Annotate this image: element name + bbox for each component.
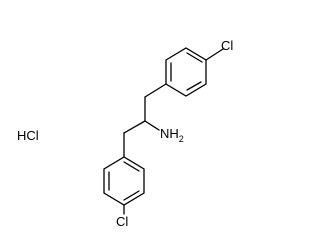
ch-to-ch2-lower	[123, 120, 146, 134]
amine-main-text: NH	[160, 126, 179, 141]
ch2-upper-to-ring	[144, 83, 167, 98]
upper-ring	[165, 47, 207, 97]
chlorine-bottom-label: Cl	[116, 214, 128, 229]
amine-label: NH2	[160, 126, 184, 144]
structure-diagram: Cl NH2 Cl HCl	[17, 38, 233, 229]
upper-ring-double-2	[186, 81, 202, 91]
lower-ring-double-1	[123, 161, 140, 172]
hydrochloride-label: HCl	[17, 128, 39, 143]
lower-ring	[103, 156, 145, 206]
amine-subscript: 2	[179, 134, 184, 144]
chlorine-top-label: Cl	[221, 38, 233, 53]
upper-ring-cl-bond	[205, 48, 224, 61]
lower-ring-double-2	[123, 190, 140, 201]
upper-ring-double-1	[186, 52, 203, 63]
ch-to-nh2	[144, 120, 160, 131]
bonds	[103, 47, 224, 215]
